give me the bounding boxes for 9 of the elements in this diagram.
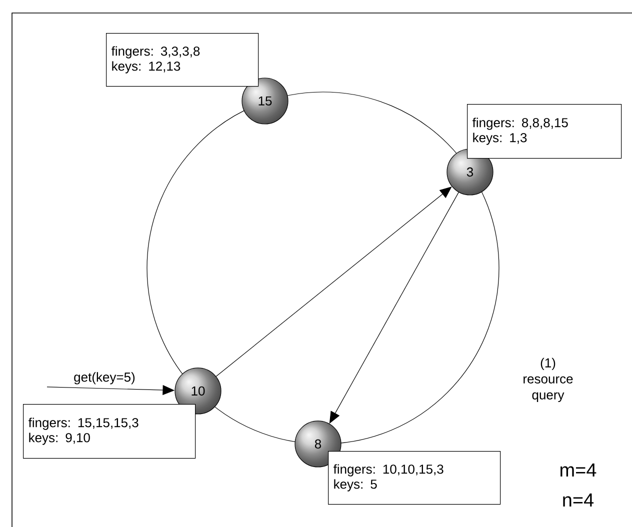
- info-box: fingers: 3,3,3,8 keys: 12,13: [106, 33, 259, 87]
- edge-label: get(key=5): [72, 371, 136, 386]
- note-text: m=4: [560, 463, 596, 477]
- info-box: fingers: 10,10,15,3 keys: 5: [328, 450, 501, 505]
- info-box: fingers: 8,8,8,15 keys: 1,3: [467, 104, 622, 159]
- arrow: [216, 186, 452, 377]
- note-text: (1) resource query: [524, 358, 573, 402]
- info-box: fingers: 15,15,15,3 keys: 9,10: [23, 404, 196, 459]
- note-text: n=4: [563, 493, 594, 507]
